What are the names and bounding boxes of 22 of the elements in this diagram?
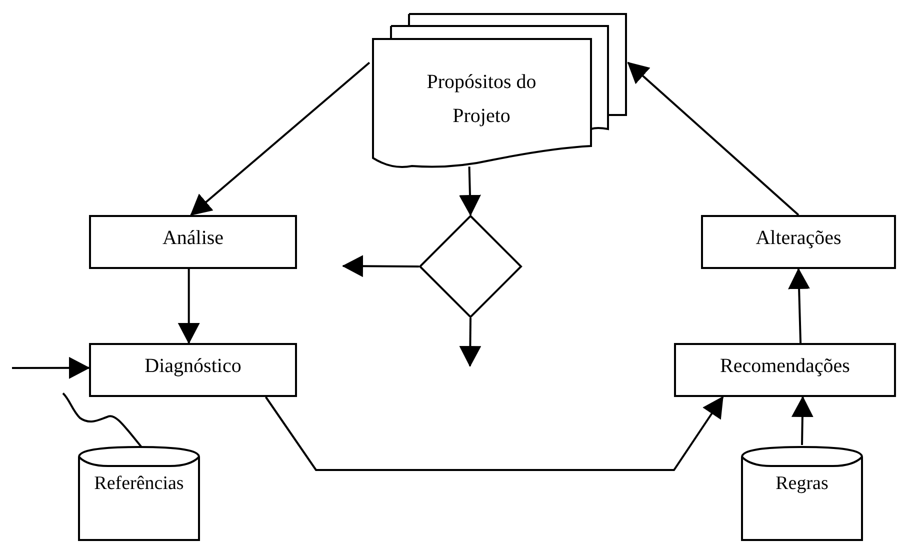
arrow — [342, 255, 419, 278]
process-box — [674, 343, 896, 397]
node-label: Alterações — [756, 227, 842, 250]
arrow — [791, 396, 814, 446]
arrow — [12, 356, 90, 379]
process-box — [701, 215, 896, 269]
arrow — [264, 396, 724, 471]
arrow — [459, 318, 482, 367]
arrow — [627, 62, 800, 216]
node-label: Análise — [162, 227, 224, 250]
process-box — [89, 215, 297, 269]
arrow — [788, 268, 810, 344]
arrow — [178, 269, 200, 344]
node-label: Referências — [93, 473, 185, 495]
process-box — [89, 343, 297, 397]
arrow — [459, 166, 481, 216]
connector-line — [62, 392, 142, 448]
node-label: Diagnóstico — [144, 355, 242, 378]
arrow — [190, 62, 370, 216]
node-label: Regras — [774, 473, 830, 495]
node-label: Recomendações — [720, 355, 850, 378]
node-label: Propósitos do Projeto — [426, 70, 538, 129]
